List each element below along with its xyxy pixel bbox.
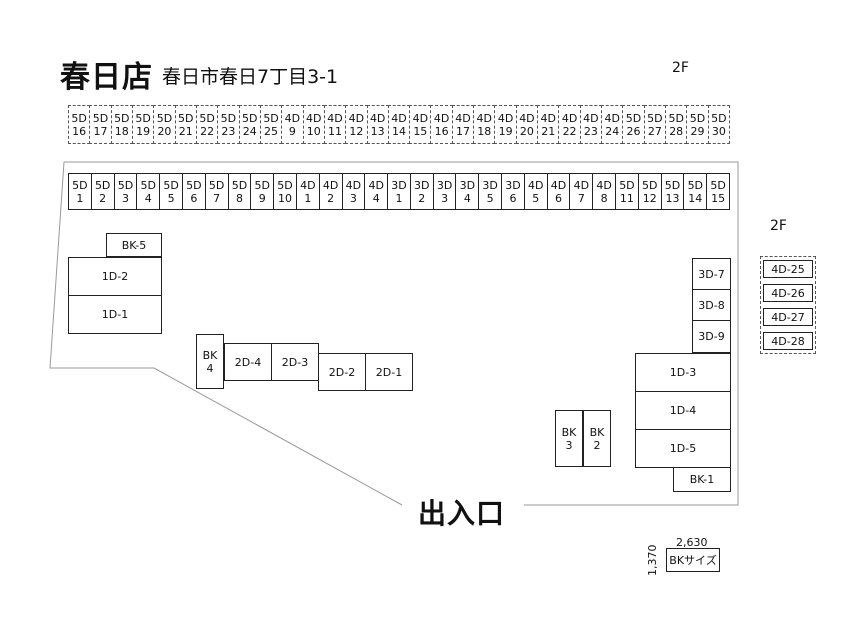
unit-cell[interactable]: 5D 16 (68, 105, 91, 144)
unit-4d-25[interactable]: 4D-25 (763, 260, 813, 278)
unit-bk-1[interactable]: BK-1 (673, 467, 731, 492)
unit-bk-4[interactable]: BK 4 (196, 334, 224, 389)
unit-cell[interactable]: 5D 29 (686, 105, 709, 144)
unit-cell[interactable]: 4D 16 (430, 105, 453, 144)
unit-cell[interactable]: 5D 14 (683, 173, 708, 210)
unit-4d-26[interactable]: 4D-26 (763, 284, 813, 302)
entrance-label: 出入口 (418, 497, 506, 530)
unit-2d-1[interactable]: 2D-1 (365, 353, 413, 391)
unit-cell[interactable]: 5D 10 (273, 173, 297, 210)
unit-cell[interactable]: 4D 1 (295, 173, 320, 210)
unit-cell[interactable]: 5D 19 (131, 105, 155, 144)
unit-cell[interactable]: 5D 8 (227, 173, 252, 210)
unit-cell[interactable]: 4D 3 (341, 173, 366, 210)
floor-label-top: 2F (672, 60, 689, 76)
unit-cell[interactable]: 5D 30 (707, 105, 730, 144)
unit-2d-4[interactable]: 2D-4 (224, 343, 272, 381)
unit-cell[interactable]: 4D 21 (537, 105, 560, 144)
unit-cell[interactable]: 4D 17 (451, 105, 475, 144)
unit-cell[interactable]: 4D 6 (546, 173, 571, 210)
unit-bk-5[interactable]: BK-5 (106, 233, 162, 257)
unit-cell[interactable]: 5D 1 (68, 173, 92, 210)
unit-cell[interactable]: 5D 4 (136, 173, 161, 210)
unit-cell[interactable]: 5D 26 (622, 105, 645, 144)
unit-cell[interactable]: 4D 20 (515, 105, 539, 144)
unit-cell[interactable]: 4D 5 (523, 173, 548, 210)
unit-cell[interactable]: 5D 20 (153, 105, 176, 144)
unit-3d-7[interactable]: 3D-7 (692, 258, 731, 290)
legend-bk-size-box: BKサイズ (666, 548, 720, 572)
unit-cell[interactable]: 5D 12 (637, 173, 662, 210)
unit-cell[interactable]: 4D 14 (387, 105, 411, 144)
unit-cell[interactable]: 5D 27 (643, 105, 667, 144)
unit-cell[interactable]: 5D 5 (159, 173, 183, 210)
unit-4d-28[interactable]: 4D-28 (763, 332, 813, 350)
second-floor-side-group (760, 256, 816, 354)
legend-height: 1,370 (646, 544, 659, 577)
unit-2d-2[interactable]: 2D-2 (318, 353, 366, 391)
unit-cell[interactable]: 5D 25 (259, 105, 283, 144)
unit-cell[interactable]: 4D 11 (323, 105, 347, 144)
unit-cell[interactable]: 4D 7 (569, 173, 594, 210)
unit-cell[interactable]: 3D 1 (387, 173, 411, 210)
unit-cell[interactable]: 5D 9 (250, 173, 275, 210)
legend-width: 2,630 (676, 536, 708, 549)
unit-1d-1[interactable]: 1D-1 (68, 295, 162, 334)
unit-cell[interactable]: 4D 18 (473, 105, 496, 144)
unit-cell[interactable]: 5D 18 (110, 105, 133, 144)
store-name: 春日店 (60, 60, 153, 95)
unit-cell[interactable]: 5D 24 (238, 105, 261, 144)
unit-cell[interactable]: 4D 2 (318, 173, 343, 210)
unit-cell[interactable]: 4D 15 (409, 105, 432, 144)
unit-cell[interactable]: 5D 21 (174, 105, 197, 144)
unit-cell[interactable]: 5D 17 (89, 105, 112, 144)
unit-cell[interactable]: 4D 12 (345, 105, 368, 144)
unit-cell[interactable]: 5D 28 (665, 105, 688, 144)
unit-cell[interactable]: 4D 19 (494, 105, 517, 144)
unit-cell[interactable]: 4D 8 (592, 173, 617, 210)
unit-cell[interactable]: 4D 9 (281, 105, 304, 144)
unit-cell[interactable]: 5D 6 (181, 173, 206, 210)
unit-cell[interactable]: 4D 10 (302, 105, 325, 144)
unit-cell[interactable]: 3D 6 (501, 173, 525, 210)
unit-cell[interactable]: 3D 3 (432, 173, 457, 210)
unit-cell[interactable]: 3D 4 (455, 173, 480, 210)
unit-cell[interactable]: 3D 2 (409, 173, 434, 210)
unit-3d-9[interactable]: 3D-9 (692, 320, 731, 353)
unit-cell[interactable]: 4D 22 (558, 105, 581, 144)
store-address: 春日市春日7丁目3-1 (162, 66, 339, 88)
floor-label-right: 2F (770, 218, 787, 234)
unit-cell[interactable]: 5D 15 (706, 173, 730, 210)
unit-cell[interactable]: 5D 23 (217, 105, 240, 144)
unit-1d-3[interactable]: 1D-3 (635, 353, 731, 392)
unit-cell[interactable]: 5D 7 (204, 173, 229, 210)
unit-cell[interactable]: 3D 5 (478, 173, 503, 210)
unit-1d-5[interactable]: 1D-5 (635, 429, 731, 468)
unit-bk-3[interactable]: BK 3 (555, 410, 583, 467)
unit-4d-27[interactable]: 4D-27 (763, 308, 813, 326)
unit-3d-8[interactable]: 3D-8 (692, 289, 731, 321)
unit-bk-2[interactable]: BK 2 (583, 410, 611, 467)
unit-cell[interactable]: 5D 3 (113, 173, 138, 210)
unit-cell[interactable]: 4D 13 (366, 105, 389, 144)
unit-cell[interactable]: 5D 22 (195, 105, 219, 144)
unit-cell[interactable]: 4D 23 (579, 105, 603, 144)
unit-1d-4[interactable]: 1D-4 (635, 391, 731, 430)
unit-cell[interactable]: 4D 24 (601, 105, 624, 144)
unit-cell[interactable]: 4D 4 (364, 173, 389, 210)
unit-cell[interactable]: 5D 11 (615, 173, 639, 210)
unit-2d-3[interactable]: 2D-3 (271, 343, 319, 381)
unit-cell[interactable]: 5D 2 (90, 173, 115, 210)
unit-cell[interactable]: 5D 13 (660, 173, 685, 210)
unit-1d-2[interactable]: 1D-2 (68, 257, 162, 296)
